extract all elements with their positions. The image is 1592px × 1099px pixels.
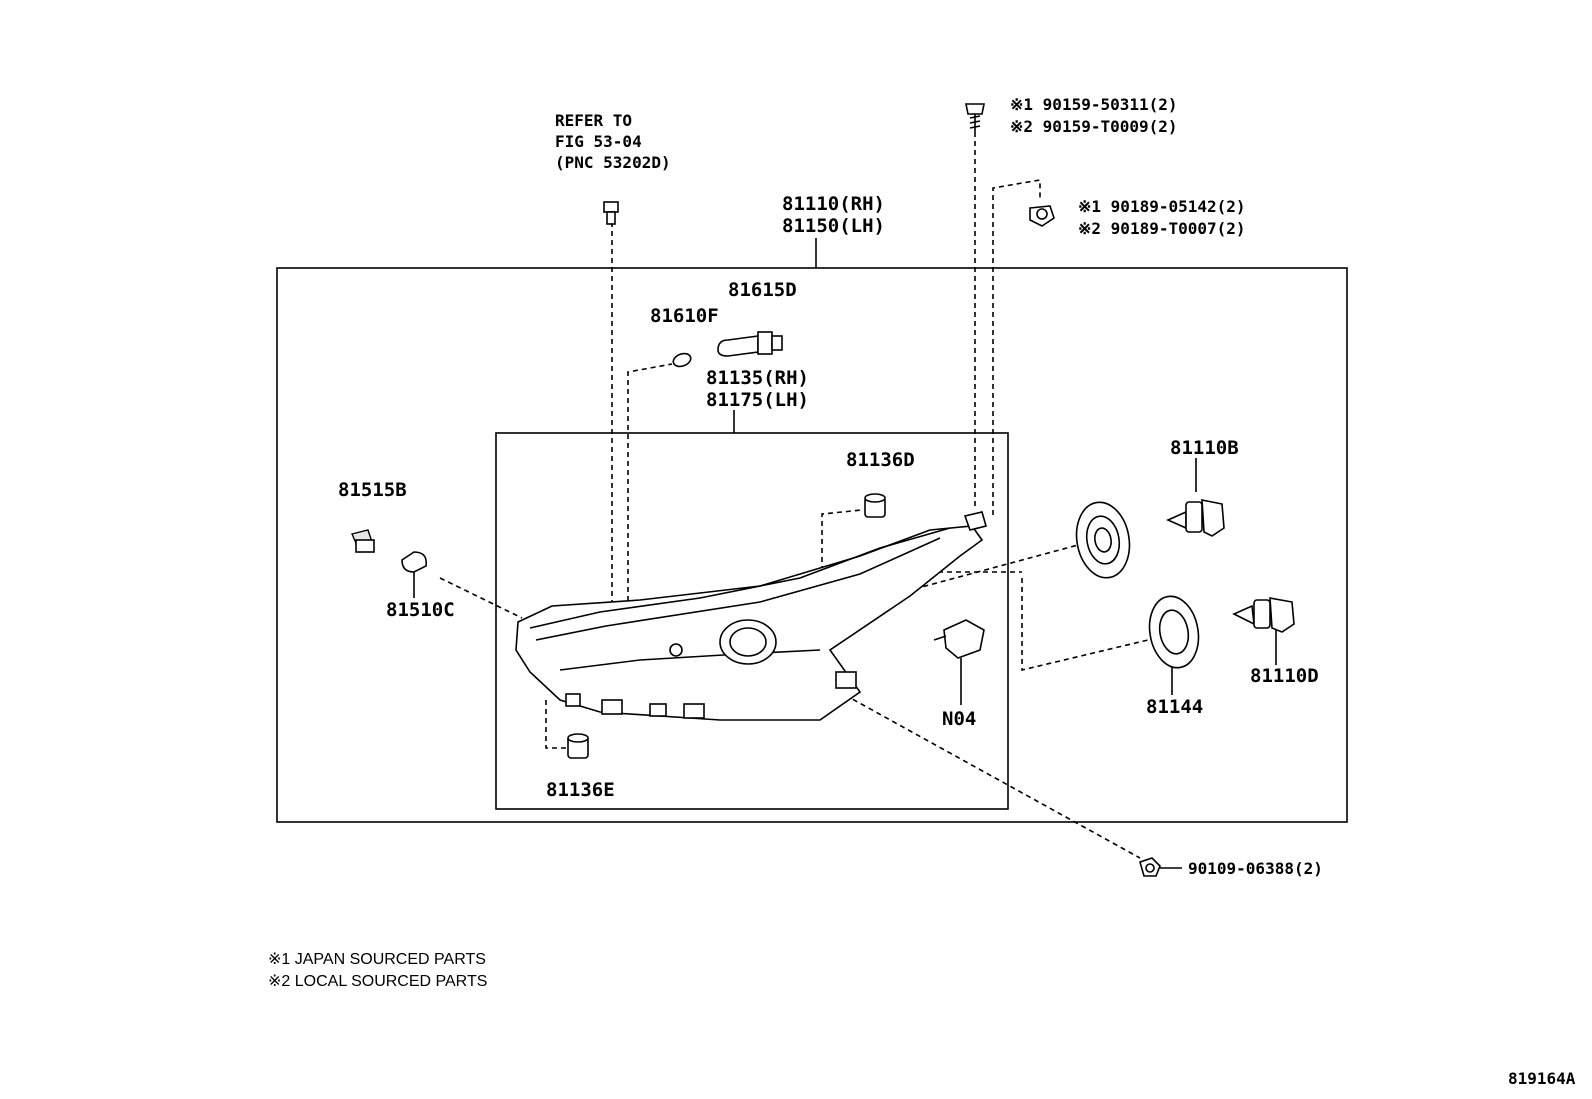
label-assy-rh: 81110(RH) [782, 193, 885, 215]
bulb-81110b-icon [1166, 499, 1225, 537]
bolt-icon [603, 201, 619, 225]
bulb-81110d-icon [1232, 597, 1295, 633]
cap-81136e-icon [567, 733, 589, 759]
socket-81515b-icon [351, 529, 375, 553]
label-81110b: 81110B [1170, 437, 1239, 459]
assembly-frame [276, 267, 1348, 823]
connector-n04-icon [933, 619, 985, 659]
screw-icon [965, 103, 985, 132]
headlamp-housing-icon [515, 511, 987, 721]
nut-icon [1029, 205, 1055, 227]
note-japan-sourced: ※1 JAPAN SOURCED PARTS [268, 951, 486, 968]
bulb-81615d-icon [717, 331, 783, 357]
label-housing-rh: 81135(RH) [706, 367, 809, 389]
note-local-sourced: ※2 LOCAL SOURCED PARTS [268, 973, 487, 990]
label-81510c: 81510C [386, 599, 455, 621]
label-refer-line3: (PNC 53202D) [555, 153, 671, 172]
label-refer-line1: REFER TO [555, 111, 632, 130]
label-screw-japan: ※1 90159-50311(2) [1010, 95, 1178, 114]
cap-81136d-icon [864, 493, 886, 518]
label-81110d: 81110D [1250, 665, 1319, 687]
bulb-81610f-icon [672, 352, 692, 368]
label-assy-lh: 81150(LH) [782, 215, 885, 237]
label-nut-local: ※2 90189-T0007(2) [1078, 219, 1246, 238]
label-n04: N04 [942, 708, 976, 730]
label-81144: 81144 [1146, 696, 1203, 718]
bolt-90109-icon [1139, 857, 1161, 877]
label-81610f: 81610F [650, 305, 719, 327]
label-refer-line2: FIG 53-04 [555, 132, 642, 151]
label-housing-lh: 81175(LH) [706, 389, 809, 411]
label-nut-japan: ※1 90189-05142(2) [1078, 197, 1246, 216]
label-81515b: 81515B [338, 479, 407, 501]
housing-frame [495, 432, 1009, 810]
ring-81144-icon [1148, 595, 1200, 669]
label-screw-local: ※2 90159-T0009(2) [1010, 117, 1178, 136]
figure-id: 819164A [1508, 1069, 1576, 1088]
label-bolt-90109: 90109-06388(2) [1188, 859, 1323, 878]
label-81615d: 81615D [728, 279, 797, 301]
bulb-81510c-icon [401, 551, 428, 573]
label-81136d: 81136D [846, 449, 915, 471]
bulb-socket-ring-icon [1075, 501, 1131, 579]
label-81136e: 81136E [546, 779, 615, 801]
